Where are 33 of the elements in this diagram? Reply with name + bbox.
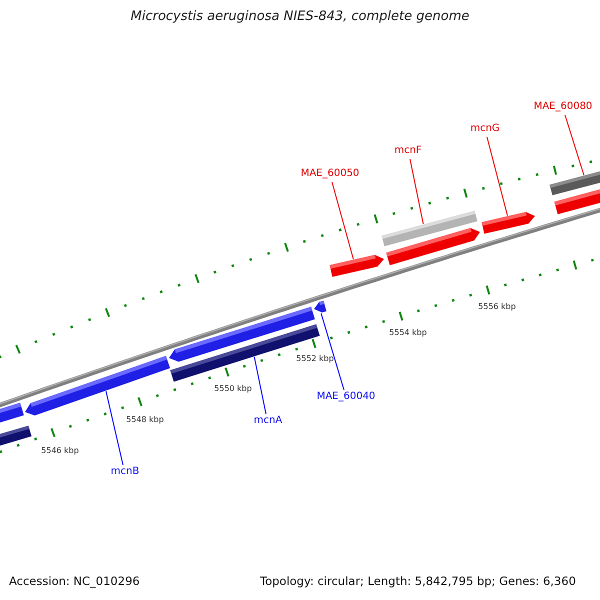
gene-block	[25, 355, 171, 416]
gene-label: mcnB	[110, 466, 140, 478]
position-label: 5548 kbp	[126, 415, 164, 424]
position-label: 5556 kbp	[478, 302, 516, 311]
leader-line	[410, 158, 424, 224]
gene-label: mcnA	[254, 415, 282, 427]
position-label: 5546 kbp	[41, 446, 79, 455]
leader-line	[564, 114, 584, 176]
diagram-title: Microcystis aeruginosa NIES-843, complete genome	[130, 9, 470, 24]
gene-label: MAE_60080	[534, 101, 592, 113]
genome-info-text: Topology: circular; Length: 5,842,795 bp; Genes: 6,360	[260, 574, 576, 588]
leader-line	[320, 312, 344, 390]
gene-block	[0, 425, 32, 447]
gene-block	[481, 211, 535, 234]
position-label: 5554 kbp	[389, 328, 427, 337]
gene-block	[554, 188, 600, 215]
gene-block	[329, 254, 384, 277]
gene-block	[386, 228, 480, 266]
gene-label: MAE_60040	[316, 391, 376, 403]
gene-block	[549, 170, 600, 196]
gene-block	[170, 324, 320, 382]
leader-line	[332, 182, 354, 260]
gene-label: mcnG	[470, 123, 500, 135]
leader-line	[254, 356, 266, 414]
gene-block	[314, 300, 327, 313]
leader-line	[486, 136, 508, 216]
leader-line	[106, 390, 124, 466]
genome-info-text: Accession: NC_010296	[9, 574, 140, 588]
gene-block	[0, 402, 24, 424]
gene-label: MAE_60050	[300, 168, 360, 180]
position-label: 5550 kbp	[214, 384, 252, 393]
position-label: 5552 kbp	[296, 354, 334, 363]
gene-label: mcnF	[394, 145, 422, 157]
